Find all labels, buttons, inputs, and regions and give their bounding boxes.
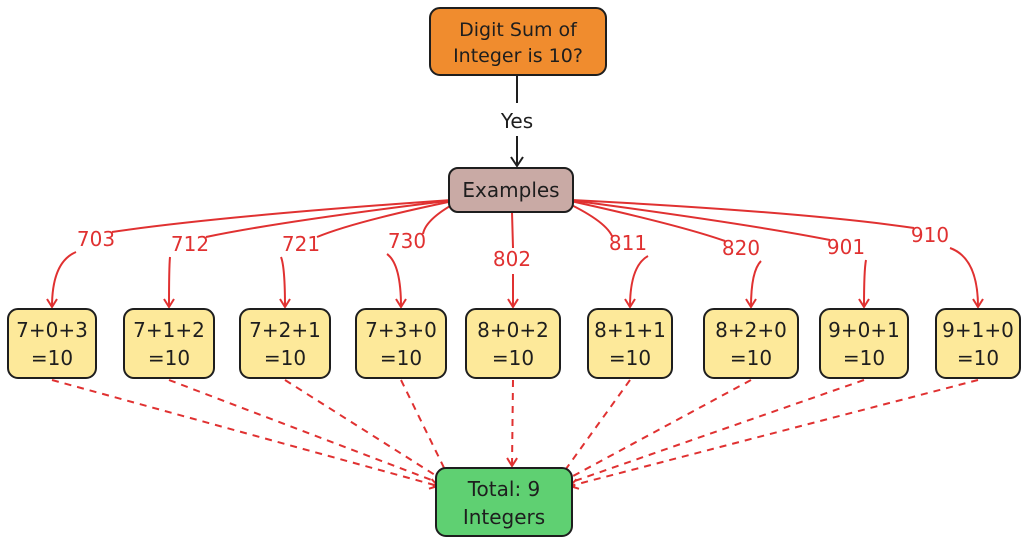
edge-labels: 703 712 721 730 802 811 820 901 910 — [77, 223, 949, 271]
item-node-802: 8+0+2 =10 — [465, 308, 561, 379]
item-equation: 9+1+0 — [942, 318, 1014, 342]
question-box — [429, 7, 607, 76]
item-box — [239, 308, 331, 379]
edge-label-712: 712 — [171, 232, 209, 256]
item-node-901: 9+0+1 =10 — [819, 308, 909, 379]
item-box — [819, 308, 909, 379]
item-result: =10 — [380, 346, 422, 370]
item-equation: 8+0+2 — [477, 318, 549, 342]
question-line-2: Integer is 10? — [453, 45, 583, 67]
item-result: =10 — [609, 346, 651, 370]
examples-label: Examples — [462, 178, 559, 202]
dashed-edge-901 — [564, 379, 865, 488]
total-node: Total: 9 Integers — [435, 467, 573, 537]
edge-to-item-730 — [386, 199, 462, 307]
item-equation: 7+1+2 — [133, 318, 205, 342]
item-equation: 8+1+1 — [594, 318, 666, 342]
item-box — [465, 308, 561, 379]
item-equation: 9+0+1 — [828, 318, 900, 342]
item-box — [703, 308, 799, 379]
item-node-820: 8+2+0 =10 — [703, 308, 799, 379]
item-node-910: 9+1+0 =10 — [935, 308, 1021, 379]
item-result: =10 — [957, 346, 999, 370]
item-node-811: 8+1+1 =10 — [587, 308, 673, 379]
item-box — [7, 308, 97, 379]
edge-to-item-721 — [281, 199, 459, 307]
item-result: =10 — [843, 346, 885, 370]
item-node-721: 7+2+1 =10 — [239, 308, 331, 379]
yes-edge: Yes — [500, 76, 533, 168]
edge-to-item-910 — [571, 199, 978, 307]
dashed-edge-712 — [168, 379, 444, 487]
item-equation: 7+3+0 — [365, 318, 437, 342]
dashed-edge-802 — [506, 379, 518, 468]
dashed-edges-to-total — [51, 379, 979, 490]
item-node-730: 7+3+0 =10 — [355, 308, 447, 379]
edge-label-721: 721 — [282, 232, 320, 256]
edge-label-703: 703 — [77, 227, 115, 251]
edge-to-item-802 — [512, 211, 513, 307]
dashed-edge-730 — [400, 379, 452, 482]
edge-to-item-712 — [169, 199, 456, 307]
total-line-1: Total: 9 — [467, 477, 541, 501]
total-box — [435, 467, 573, 537]
item-box — [123, 308, 215, 379]
edge-label-901: 901 — [827, 235, 865, 259]
examples-box — [448, 167, 574, 213]
item-box — [355, 308, 447, 379]
item-result: =10 — [264, 346, 306, 370]
item-result: =10 — [730, 346, 772, 370]
item-box — [935, 308, 1021, 379]
edge-label-811: 811 — [609, 231, 647, 255]
dashed-edge-820 — [560, 379, 752, 484]
yes-label: Yes — [500, 109, 533, 133]
example-items: 7+0+3 =10 7+1+2 =10 7+2+1 =10 7+3+0 =10 8+0+2 =10… — [7, 308, 1021, 379]
edge-to-item-703 — [52, 199, 453, 307]
edge-to-item-820 — [565, 199, 761, 307]
item-equation: 7+0+3 — [16, 318, 88, 342]
question-node: Digit Sum of Integer is 10? — [429, 7, 607, 76]
item-box — [587, 308, 673, 379]
item-equation: 8+2+0 — [715, 318, 787, 342]
edge-label-730: 730 — [388, 229, 426, 253]
edge-label-802: 802 — [493, 247, 531, 271]
item-result: =10 — [31, 346, 73, 370]
question-line-1: Digit Sum of — [459, 19, 578, 41]
examples-node: Examples — [448, 167, 574, 213]
dashed-edge-721 — [284, 379, 448, 484]
dashed-edge-811 — [556, 379, 631, 482]
item-result: =10 — [492, 346, 534, 370]
item-equation: 7+2+1 — [249, 318, 321, 342]
edge-label-820: 820 — [722, 236, 760, 260]
item-node-703: 7+0+3 =10 — [7, 308, 97, 379]
item-result: =10 — [148, 346, 190, 370]
edge-to-item-901 — [568, 199, 866, 307]
total-line-2: Integers — [463, 505, 545, 529]
edge-label-910: 910 — [911, 223, 949, 247]
item-node-712: 7+1+2 =10 — [123, 308, 215, 379]
dashed-edge-703 — [51, 379, 440, 490]
dashed-edge-910 — [568, 379, 979, 490]
